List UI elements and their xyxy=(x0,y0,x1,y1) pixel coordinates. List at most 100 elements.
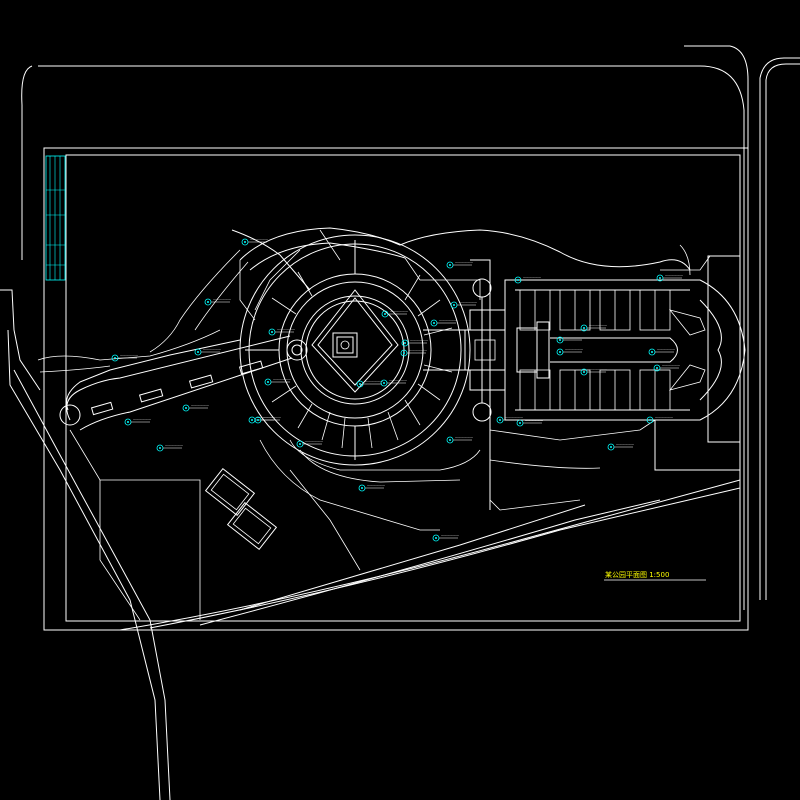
marker-label: 一一一一一一 xyxy=(191,404,209,408)
marker-label: 一一一一一一 xyxy=(410,339,428,343)
marker-9: 一一一一一一 xyxy=(156,444,183,452)
marker-dot xyxy=(519,422,521,424)
circular-plaza xyxy=(239,234,471,466)
marker-30: 一一一一一一 xyxy=(446,436,473,444)
marker-dot xyxy=(244,241,246,243)
annotation-markers: 一一一一一一一一一一一一一一一一一一一一一一一一一一一一一一一一一一一一一一一一… xyxy=(111,238,683,542)
marker-dot xyxy=(435,537,437,539)
title-block xyxy=(45,155,66,281)
marker-label: 一一一一一一 xyxy=(273,378,291,382)
marker-label: 一一一一一一 xyxy=(365,380,383,384)
marker-label: 一一一一一一 xyxy=(589,368,607,372)
northwest-paths xyxy=(149,227,691,353)
marker-12: 一一一一一一 xyxy=(401,339,428,347)
marker-label: 一一一一一一 xyxy=(455,261,473,265)
marker-dot xyxy=(384,313,386,315)
marker-label: 一一一一一一 xyxy=(665,274,683,278)
marker-4: 一一一一一一 xyxy=(111,354,138,362)
marker-label: 一一一一一一 xyxy=(657,348,675,352)
drawing-title: 某公园平面图 1:500 xyxy=(604,571,706,581)
marker-23: 一一一一一一 xyxy=(556,348,583,356)
marker-11: 一一一一一一 xyxy=(381,310,408,318)
marker-dot xyxy=(559,339,561,341)
east-paths xyxy=(489,419,656,511)
marker-dot xyxy=(610,446,612,448)
marker-22: 一一一一一一 xyxy=(556,336,583,344)
marker-31: 一一一一一一 xyxy=(358,484,385,492)
marker-26: 一一一一一一 xyxy=(653,364,680,372)
marker-label: 一一一一一一 xyxy=(459,301,477,305)
marker-24: 一一一一一一 xyxy=(580,368,607,376)
marker-16: 一一一一一一 xyxy=(446,261,473,269)
marker-6: 一一一一一一 xyxy=(264,378,291,386)
marker-dot xyxy=(383,382,385,384)
marker-27: 一一一一一一 xyxy=(646,416,673,424)
site-boundary xyxy=(0,45,800,800)
sport-courts xyxy=(204,467,278,551)
marker-1: 一一一一一一 xyxy=(241,238,268,246)
marker-label: 一一一一一一 xyxy=(523,276,541,280)
marker-7: 一一一一一一 xyxy=(182,404,209,412)
marker-dot xyxy=(197,351,199,353)
marker-label: 一一一一一一 xyxy=(257,416,275,420)
marker-label: 一一一一一一 xyxy=(505,416,523,420)
marker-20: 一一一一一一 xyxy=(656,274,683,282)
marker-label: 一一一一一一 xyxy=(441,534,459,538)
marker-dot xyxy=(449,439,451,441)
marker-13: 一一一一一一 xyxy=(400,349,427,357)
marker-label: 一一一一一一 xyxy=(367,484,385,488)
marker-label: 一一一一一一 xyxy=(120,354,138,358)
marker-dot xyxy=(651,351,653,353)
marker-label: 一一一一一一 xyxy=(525,419,543,423)
marker-dot xyxy=(251,419,253,421)
marker-dot xyxy=(207,301,209,303)
marker-18: 一一一一一一 xyxy=(450,301,477,309)
marker-label: 一一一一一一 xyxy=(213,298,231,302)
marker-label: 一一一一一一 xyxy=(409,349,427,353)
marker-34: 一一一一一一 xyxy=(296,440,323,448)
west-promenade xyxy=(37,329,293,621)
marker-dot xyxy=(127,421,129,423)
marker-label: 一一一一一一 xyxy=(439,319,457,323)
marker-dot xyxy=(433,322,435,324)
marker-2: 一一一一一一 xyxy=(204,298,231,306)
east-building xyxy=(504,244,746,471)
marker-dot xyxy=(583,371,585,373)
marker-3: 一一一一一一 xyxy=(268,328,295,336)
marker-8: 一一一一一一 xyxy=(124,418,151,426)
marker-label: 一一一一一一 xyxy=(389,379,407,383)
marker-label: 一一一一一一 xyxy=(305,440,323,444)
marker-label: 一一一一一一 xyxy=(655,416,673,420)
marker-dot xyxy=(299,443,301,445)
marker-dot xyxy=(403,352,405,354)
central-axis xyxy=(423,259,550,510)
marker-label: 一一一一一一 xyxy=(203,348,221,352)
marker-label: 一一一一一一 xyxy=(455,436,473,440)
marker-17: 一一一一一一 xyxy=(514,276,541,284)
marker-5: 一一一一一一 xyxy=(194,348,221,356)
marker-dot xyxy=(449,264,451,266)
marker-dot xyxy=(659,277,661,279)
marker-dot xyxy=(359,383,361,385)
marker-dot xyxy=(453,304,455,306)
marker-33: 一一一一一一 xyxy=(496,416,523,424)
marker-dot xyxy=(159,447,161,449)
marker-14: 一一一一一一 xyxy=(356,380,383,388)
marker-label: 一一一一一一 xyxy=(165,444,183,448)
marker-dot xyxy=(361,487,363,489)
marker-dot xyxy=(583,327,585,329)
marker-label: 一一一一一一 xyxy=(390,310,408,314)
marker-21: 一一一一一一 xyxy=(580,324,607,332)
marker-dot xyxy=(404,342,406,344)
marker-19: 一一一一一一 xyxy=(430,319,457,327)
marker-dot xyxy=(257,419,259,421)
marker-dot xyxy=(656,367,658,369)
marker-25: 一一一一一一 xyxy=(648,348,675,356)
marker-label: 一一一一一一 xyxy=(662,364,680,368)
marker-dot xyxy=(267,381,269,383)
marker-label: 一一一一一一 xyxy=(565,348,583,352)
ring-segments xyxy=(271,271,453,449)
marker-label: 一一一一一一 xyxy=(565,336,583,340)
marker-dot xyxy=(499,419,501,421)
